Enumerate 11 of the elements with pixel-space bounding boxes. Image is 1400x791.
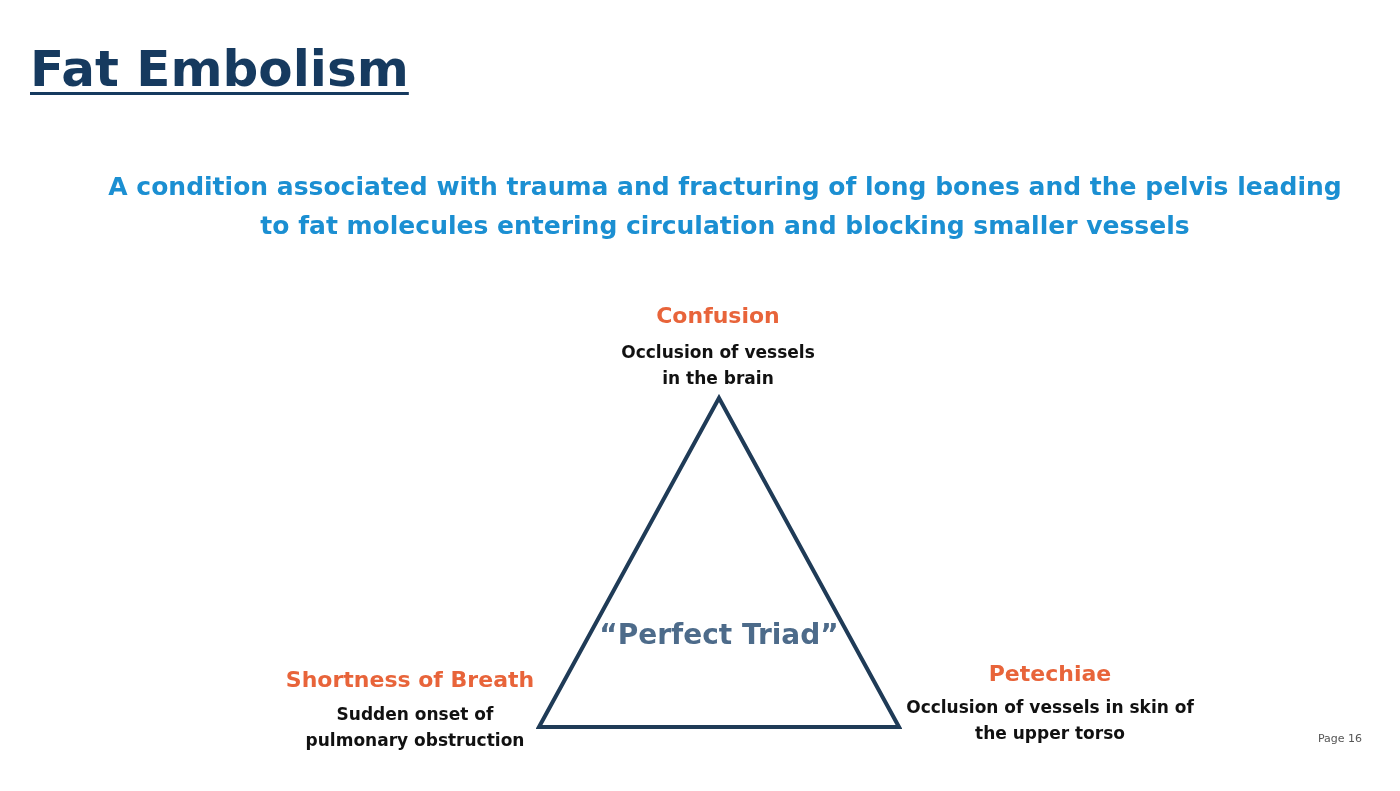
slide-title: Fat Embolism [30,40,409,98]
symptom-description: Occlusion of vessels in skin of the upper torso [905,696,1195,745]
triangle [536,394,902,730]
symptom-heading: Confusion [655,303,781,328]
symptom-description: Occlusion of vessels in the brain [620,341,816,390]
subtitle: A condition associated with trauma and fracturing of long bones and the pelvis leading to fat molecules entering circulation and blocking smaller vessels [107,171,1343,242]
symptom-heading: Shortness of Breath [284,667,536,692]
page-number: Page 16 [1316,732,1364,745]
triad-label: “Perfect Triad” [598,618,840,651]
symptom-description: Sudden onset of pulmonary obstruction [304,703,526,752]
symptom-heading: Petechiae [987,661,1113,686]
